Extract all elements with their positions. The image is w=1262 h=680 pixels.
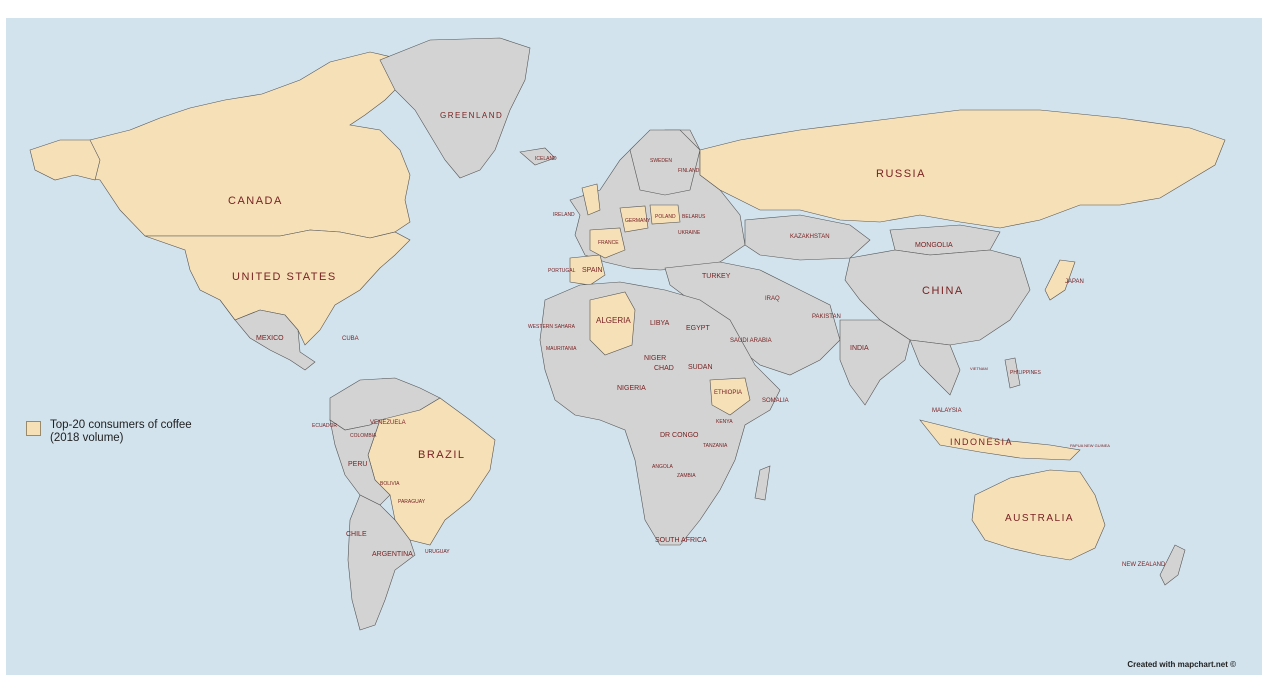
country-mexico	[219, 299, 316, 371]
label-france: FRANCE	[598, 240, 619, 246]
country-australia	[971, 469, 1106, 561]
country-madagascar	[754, 465, 771, 501]
label-papua-new-guinea: PAPUA NEW GUINEA	[1070, 443, 1110, 448]
label-cuba: CUBA	[342, 336, 359, 342]
country-ethiopia	[709, 377, 751, 416]
country-argentina-chile	[347, 494, 416, 631]
legend-line-2: (2018 volume)	[50, 432, 124, 444]
label-egypt: EGYPT	[686, 325, 710, 332]
label-canada: CANADA	[228, 195, 283, 207]
label-sweden: SWEDEN	[650, 158, 672, 164]
label-kazakhstan: KAZAKHSTAN	[790, 234, 830, 240]
label-ecuador: ECUADOR	[312, 423, 337, 429]
label-portugal: PORTUGAL	[548, 268, 576, 274]
label-paraguay: PARAGUAY	[398, 499, 426, 505]
label-brazil: BRAZIL	[418, 449, 466, 461]
label-pakistan: PAKISTAN	[812, 314, 841, 320]
country-se-asia	[909, 339, 961, 396]
country-india	[839, 319, 911, 406]
label-new-zealand: NEW ZEALAND	[1122, 562, 1166, 568]
label-argentina: ARGENTINA	[372, 551, 413, 558]
legend-line-1: Top-20 consumers of coffee	[50, 419, 192, 431]
country-russia	[699, 109, 1226, 229]
label-mongolia: MONGOLIA	[915, 242, 953, 249]
label-dr-congo: DR CONGO	[660, 432, 699, 439]
label-peru: PERU	[348, 461, 367, 468]
label-bolivia: BOLIVIA	[380, 481, 400, 487]
label-china: CHINA	[922, 285, 964, 297]
legend-text: Top-20 consumers of coffee (2018 volume)	[50, 419, 192, 445]
country-sweden-finland	[629, 129, 701, 196]
legend-swatch	[26, 421, 41, 436]
country-usa	[144, 229, 411, 346]
label-somalia: SOMALIA	[762, 398, 789, 404]
label-mauritania: MAURITANIA	[546, 346, 577, 352]
label-iraq: IRAQ	[765, 296, 780, 302]
label-russia: RUSSIA	[876, 168, 926, 180]
label-poland: POLAND	[655, 214, 676, 220]
label-chad: CHAD	[654, 365, 674, 372]
label-algeria: ALGERIA	[596, 316, 631, 325]
label-tanzania: TANZANIA	[703, 443, 728, 449]
label-zambia: ZAMBIA	[677, 473, 696, 479]
label-finland: FINLAND	[678, 168, 700, 174]
label-saudi-arabia: SAUDI ARABIA	[730, 338, 772, 344]
label-india: INDIA	[850, 345, 869, 352]
label-united-states: UNITED STATES	[232, 271, 337, 283]
label-uruguay: URUGUAY	[425, 549, 450, 555]
label-south-africa: SOUTH AFRICA	[655, 537, 707, 544]
country-indonesia	[919, 419, 1081, 461]
label-turkey: TURKEY	[702, 273, 731, 280]
label-western-sahara: WESTERN SAHARA	[528, 324, 576, 330]
country-peru-bolivia	[329, 419, 391, 506]
label-belarus: BELARUS	[682, 214, 706, 220]
label-angola: ANGOLA	[652, 464, 674, 470]
country-china	[844, 249, 1031, 346]
label-nigeria: NIGERIA	[617, 385, 646, 392]
legend: Top-20 consumers of coffee (2018 volume)	[26, 419, 192, 445]
country-iceland	[519, 147, 556, 166]
country-germany	[619, 205, 649, 233]
country-alaska	[29, 139, 101, 181]
label-sudan: SUDAN	[688, 364, 713, 371]
country-japan	[1044, 259, 1076, 301]
label-ukraine: UKRAINE	[678, 230, 701, 236]
label-australia: AUSTRALIA	[1005, 513, 1074, 524]
label-japan: JAPAN	[1065, 279, 1084, 285]
country-spain	[569, 254, 606, 286]
country-poland	[649, 204, 681, 225]
label-ethiopia: ETHIOPIA	[714, 390, 742, 396]
country-new-zealand	[1159, 544, 1186, 586]
credit-text: Created with mapchart.net ©	[1127, 660, 1236, 669]
label-iceland: ICELAND	[535, 156, 557, 162]
label-kenya: KENYA	[716, 419, 733, 425]
country-france	[589, 227, 626, 259]
label-venezuela: VENEZUELA	[370, 420, 406, 426]
label-chile: CHILE	[346, 531, 367, 538]
country-algeria	[589, 291, 636, 356]
label-ireland: IRELAND	[553, 212, 575, 218]
label-niger: NIGER	[644, 355, 666, 362]
label-malaysia: MALAYSIA	[932, 408, 962, 414]
label-libya: LIBYA	[650, 320, 670, 327]
label-mexico: MEXICO	[256, 335, 284, 342]
label-greenland: GREENLAND	[440, 111, 503, 120]
label-colombia: COLOMBIA	[350, 433, 377, 439]
label-philippines: PHILIPPINES	[1010, 370, 1042, 376]
label-germany: GERMANY	[625, 218, 651, 224]
country-uk	[581, 183, 601, 216]
country-greenland	[379, 37, 531, 179]
label-indonesia: INDONESIA	[950, 437, 1013, 447]
label-vietnam: VIETNAM	[970, 366, 988, 371]
country-philippines	[1004, 357, 1021, 389]
label-spain: SPAIN	[582, 267, 603, 274]
